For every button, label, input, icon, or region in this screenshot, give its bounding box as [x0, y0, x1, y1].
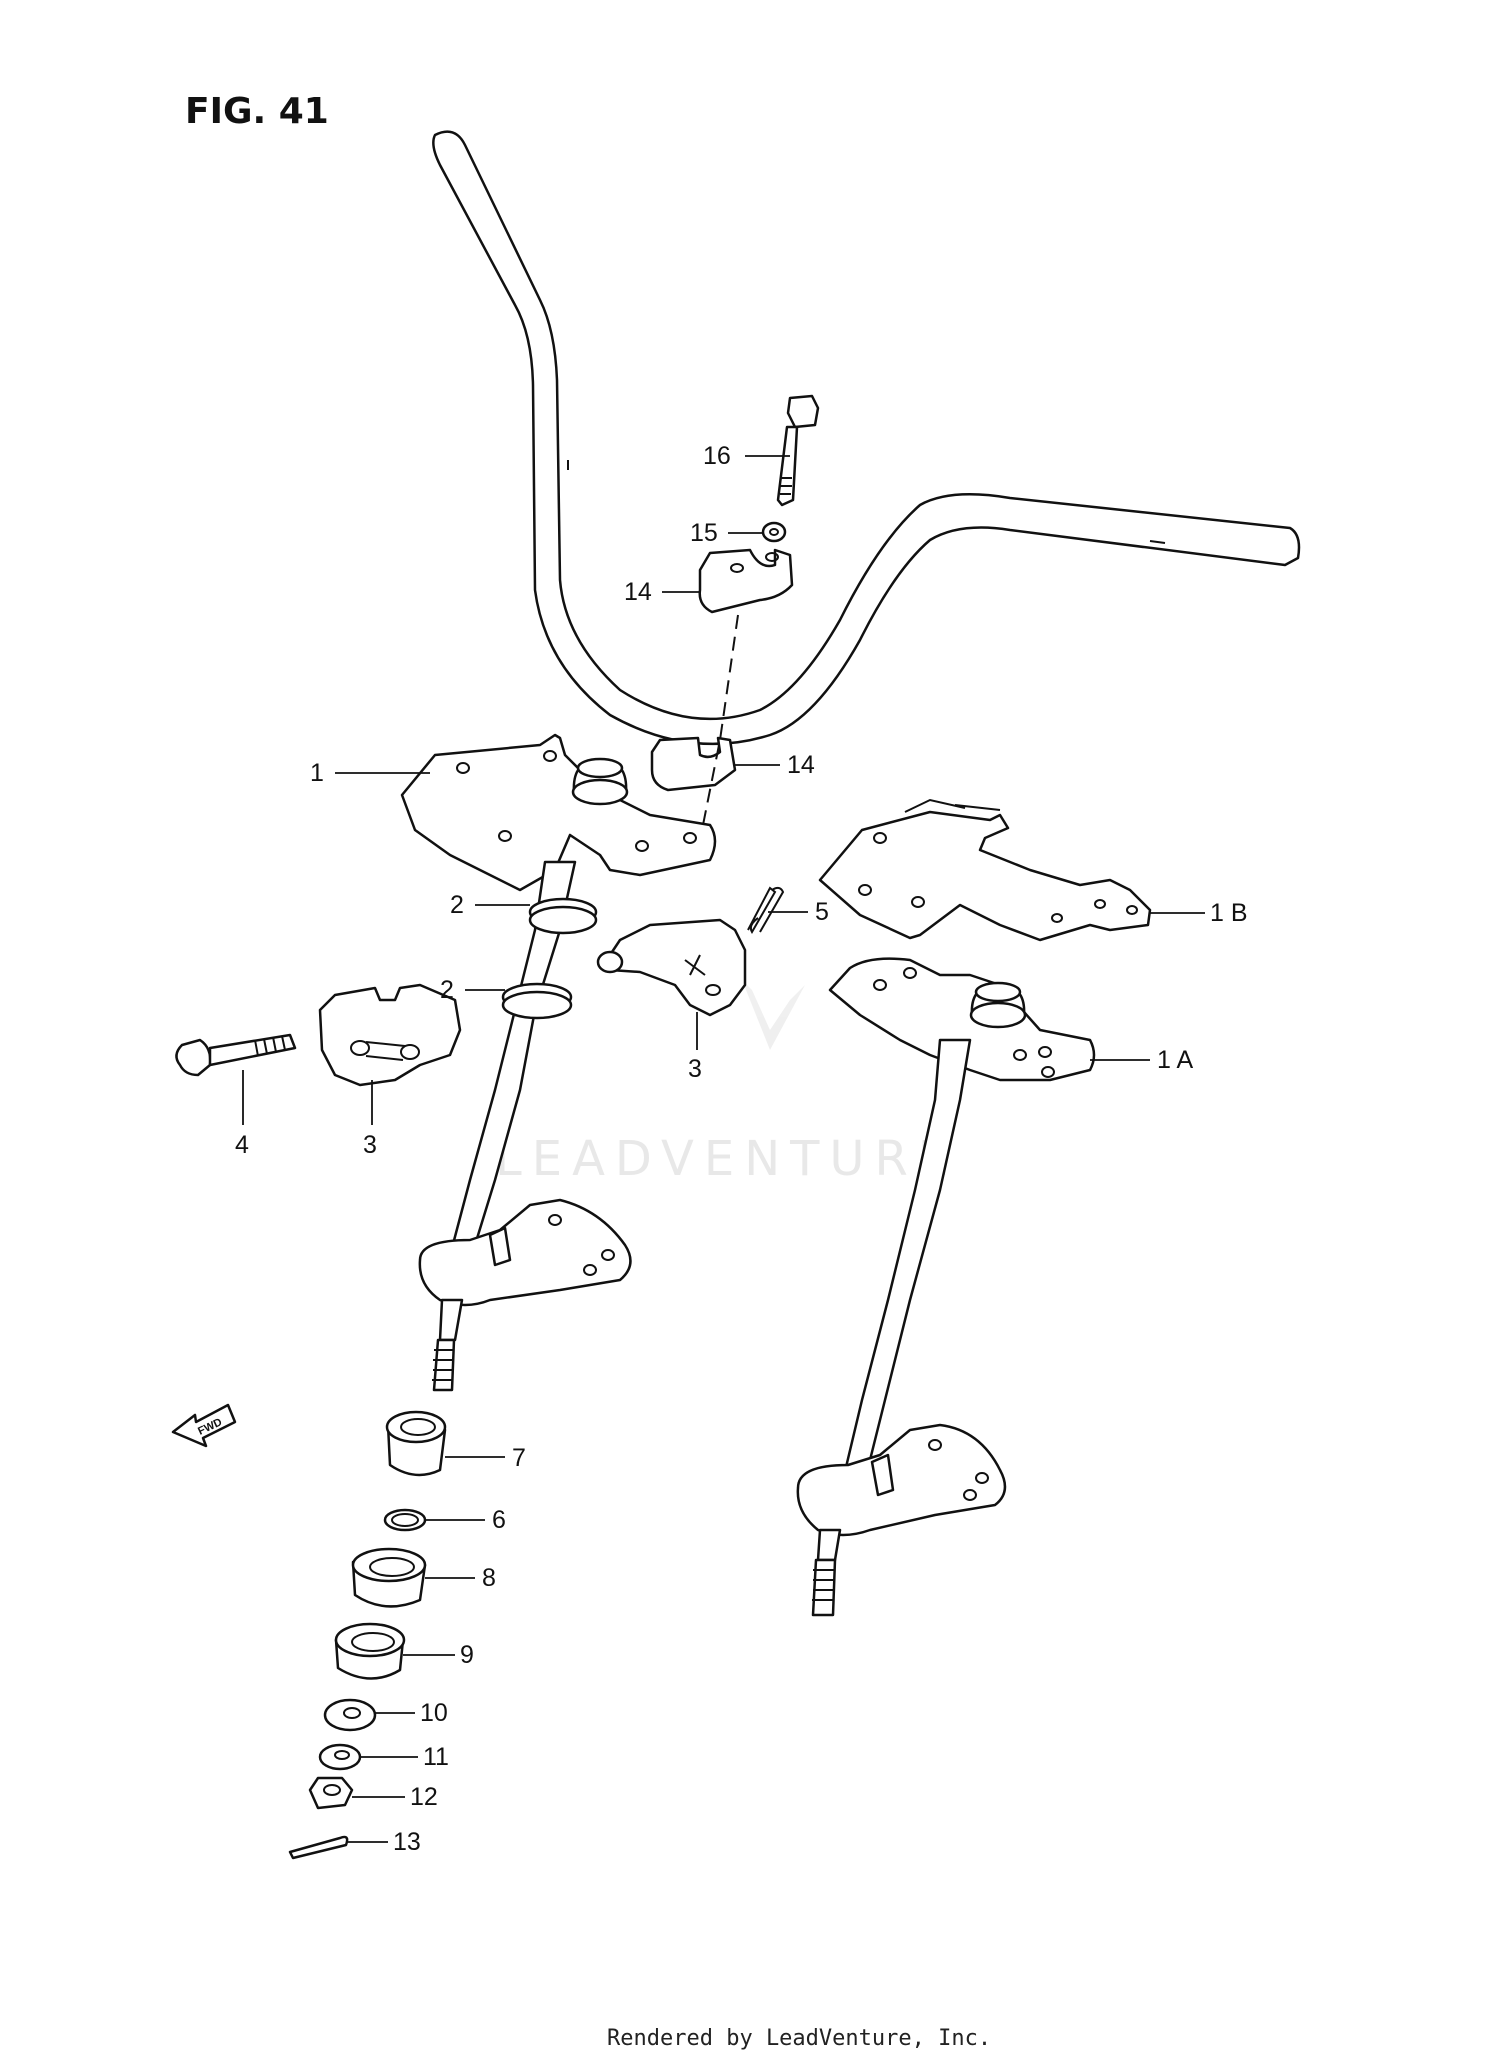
fwd-arrow: FWD [171, 1403, 237, 1448]
callout-9: 9 [460, 1641, 474, 1669]
handlebar-holder-lower[interactable] [650, 736, 737, 792]
washer-10[interactable] [323, 1698, 377, 1732]
bolt-16[interactable] [776, 394, 820, 507]
bracket-1b[interactable] [818, 798, 1152, 942]
callout-3-center: 3 [688, 1055, 702, 1083]
callout-4: 4 [235, 1131, 249, 1159]
bushing-7[interactable] [385, 1410, 447, 1477]
handlebar[interactable] [432, 130, 1301, 746]
handlebar-clamp-left[interactable] [318, 983, 462, 1087]
nut-12[interactable] [308, 1776, 354, 1810]
steering-shaft-1[interactable] [400, 733, 717, 1392]
callout-6: 6 [492, 1506, 506, 1534]
callout-8: 8 [482, 1564, 496, 1592]
seal-8[interactable] [351, 1547, 427, 1608]
callout-10: 10 [420, 1699, 448, 1727]
callout-labels: 16 15 14 14 1 1 B 2 2 5 3 3 4 1 A 7 6 8 … [235, 442, 1248, 1856]
o-ring-6[interactable] [383, 1508, 427, 1532]
callout-11: 11 [423, 1743, 449, 1771]
callout-12: 12 [410, 1783, 438, 1811]
callout-2-lower: 2 [440, 976, 454, 1004]
washer-15[interactable] [761, 521, 787, 543]
figure-title: FIG. 41 [185, 91, 329, 132]
callout-1: 1 [310, 759, 324, 787]
leader-lines [242, 455, 1205, 1843]
callout-16: 16 [703, 442, 731, 470]
callout-14-upper: 14 [624, 578, 652, 606]
callout-3-left: 3 [363, 1131, 377, 1159]
seal-9[interactable] [334, 1622, 406, 1680]
footer-credit: Rendered by LeadVenture, Inc. [607, 2026, 991, 2051]
handlebar-holder-upper[interactable] [698, 548, 794, 614]
callout-5: 5 [815, 898, 829, 926]
handlebar-clamp-center[interactable] [596, 918, 747, 1017]
cotter-pin-13[interactable] [288, 1835, 349, 1860]
callout-1b: 1 B [1210, 899, 1248, 927]
callout-14-lower: 14 [787, 751, 815, 779]
steering-shaft-1a[interactable] [796, 957, 1096, 1617]
watermark: LEADVENTURE [495, 980, 958, 1187]
watermark-text: LEADVENTURE [495, 1131, 958, 1187]
callout-2-upper: 2 [450, 891, 464, 919]
washer-11[interactable] [318, 1743, 362, 1771]
callout-7: 7 [512, 1444, 526, 1472]
cotter-pin-5[interactable] [747, 886, 785, 935]
callout-1a: 1 A [1157, 1046, 1193, 1074]
callout-15: 15 [690, 519, 718, 547]
bolt-4[interactable] [175, 1033, 297, 1077]
callout-13: 13 [393, 1828, 421, 1856]
